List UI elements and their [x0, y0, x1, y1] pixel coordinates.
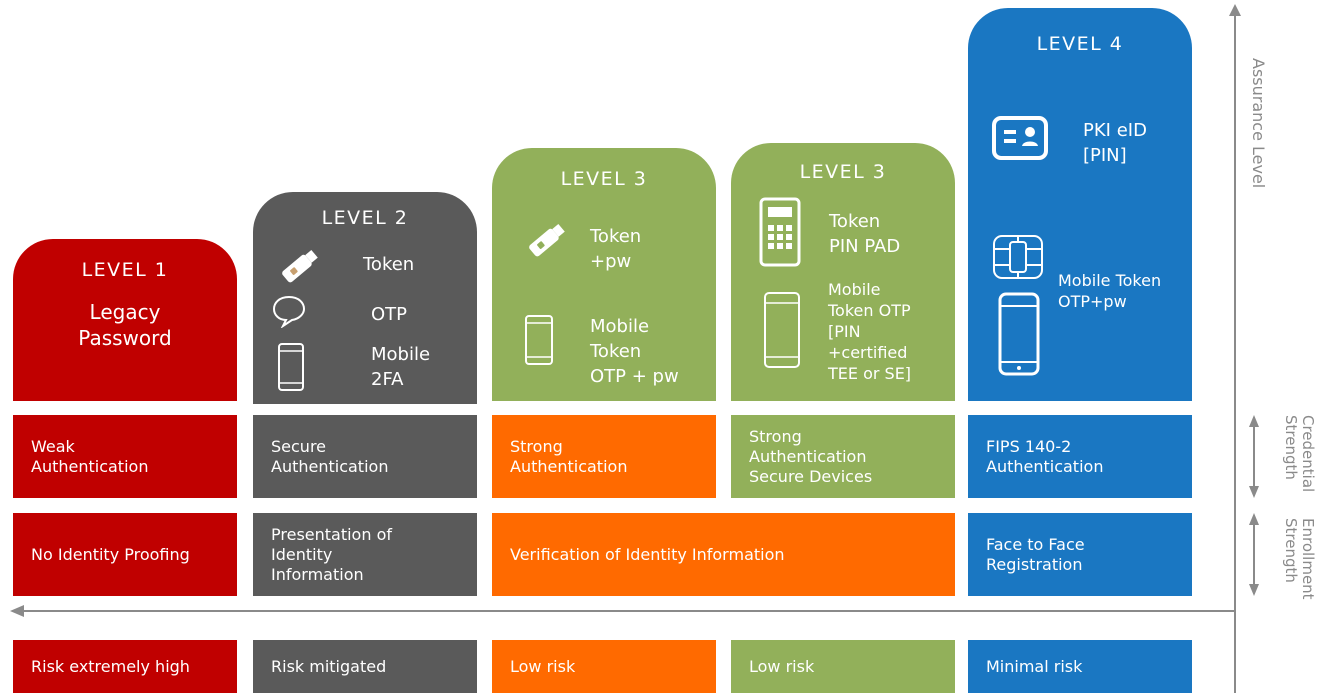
level-3-card-b: LEVEL 3 Token PIN PAD Mobile Token OTP […	[731, 143, 955, 401]
usb-token-icon	[277, 246, 323, 286]
credential-strength-cell: Weak Authentication	[13, 415, 237, 498]
level-title: LEVEL 3	[799, 161, 887, 183]
level-item-label: Mobile Token OTP+pw	[1058, 271, 1162, 311]
assurance-level-label: Assurance Level	[1249, 58, 1268, 189]
level-item-label: Token	[363, 254, 415, 275]
level-1-card: LEVEL 1 Legacy Password	[13, 239, 237, 401]
level-item-label: Token PIN PAD	[829, 211, 901, 257]
level-item-label: Token +pw	[590, 226, 642, 272]
credential-strength-cell: Secure Authentication	[253, 415, 477, 498]
enrollment-strength-label: Enrollment Strength	[1282, 518, 1317, 600]
smart-chip-icon	[992, 234, 1044, 280]
speech-bubble-icon	[271, 294, 307, 328]
risk-cell: Low risk	[731, 640, 955, 693]
enrollment-strength-cell: Verification of Identity Information	[492, 513, 955, 596]
risk-cell: Low risk	[492, 640, 716, 693]
mobile-phone-icon	[277, 342, 305, 392]
enrollment-strength-cell: No Identity Proofing	[13, 513, 237, 596]
id-card-icon	[992, 116, 1048, 160]
credential-strength-cell: FIPS 140-2 Authentication	[968, 415, 1192, 498]
level-item-label: Mobile Token OTP [PIN +certified TEE or …	[828, 280, 912, 383]
pin-pad-icon	[759, 197, 801, 267]
credential-strength-label: Credential Strength	[1282, 415, 1317, 493]
level-2-card: LEVEL 2 Token OTP Mobile 2FA	[253, 192, 477, 404]
level-item-label: OTP	[371, 304, 408, 325]
level-item-label: Legacy Password	[78, 300, 172, 350]
level-title: LEVEL 1	[81, 259, 169, 281]
risk-cell: Minimal risk	[968, 640, 1192, 693]
level-item-label: Mobile Token OTP + pw	[590, 316, 679, 387]
level-item-label: Mobile 2FA	[371, 344, 431, 390]
risk-cell: Risk mitigated	[253, 640, 477, 693]
mobile-phone-icon	[998, 292, 1040, 376]
level-title: LEVEL 2	[321, 207, 409, 229]
level-title: LEVEL 4	[1036, 33, 1124, 55]
enrollment-strength-cell: Presentation of Identity Information	[253, 513, 477, 596]
mobile-phone-icon	[763, 291, 801, 369]
level-4-card: LEVEL 4 PKI eID [PIN] Mobile Token OTP+p…	[968, 8, 1192, 401]
risk-cell: Risk extremely high	[13, 640, 237, 693]
credential-strength-cell: Strong Authentication	[492, 415, 716, 498]
usb-token-icon	[524, 220, 570, 260]
level-title: LEVEL 3	[560, 168, 648, 190]
credential-strength-cell: Strong Authentication Secure Devices	[731, 415, 955, 498]
enrollment-strength-cell: Face to Face Registration	[968, 513, 1192, 596]
level-item-label: PKI eID [PIN]	[1083, 120, 1147, 166]
level-3-card-a: LEVEL 3 Token +pw Mobile Token OTP + pw	[492, 148, 716, 401]
mobile-phone-icon	[524, 314, 554, 366]
